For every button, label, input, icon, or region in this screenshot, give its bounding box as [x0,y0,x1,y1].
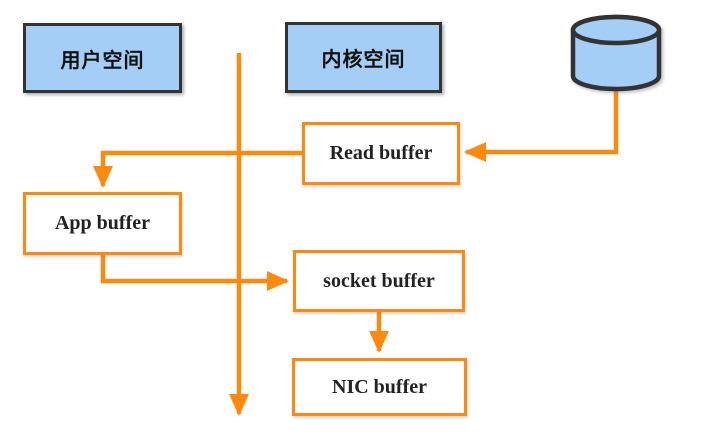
socket-buffer-box: socket buffer [293,250,465,312]
database-icon [570,14,662,92]
socket-buffer-label: socket buffer [323,269,435,292]
kernel-space-label: 内核空间 [321,49,406,71]
arrow-read-buffer-to-app-buffer [93,150,302,188]
arrow-app-buffer-to-socket-buffer [100,255,289,291]
user-space-box: 用户空间 [23,23,182,93]
kernel-space-box: 内核空间 [285,22,442,93]
read-buffer-label: Read buffer [329,142,433,164]
read-buffer-box: Read buffer [302,122,460,185]
arrow-database-to-read-buffer [464,88,619,162]
nic-buffer-box: NIC buffer [292,358,467,416]
app-buffer-box: App buffer [23,192,182,255]
user-space-label: 用户空间 [60,49,145,72]
app-buffer-label: App buffer [54,212,150,234]
nic-buffer-label: NIC buffer [332,375,427,398]
